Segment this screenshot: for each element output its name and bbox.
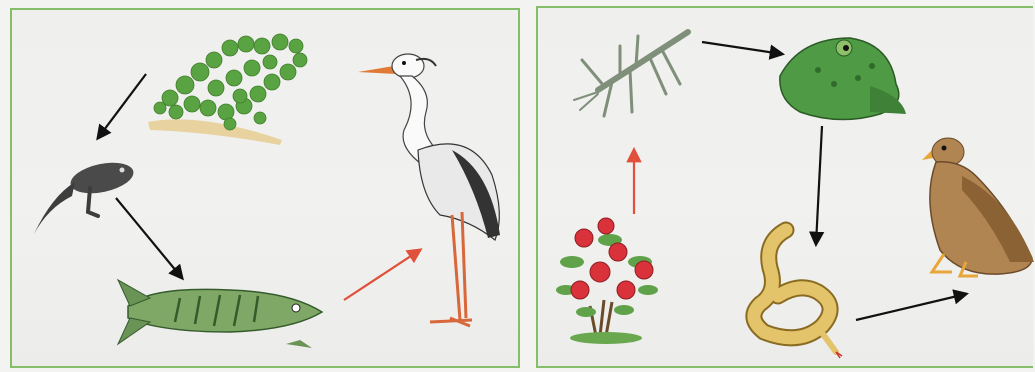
stick-insect-icon: [574, 32, 688, 116]
eagle-icon: [922, 138, 1034, 276]
pike-fish-icon: [118, 280, 322, 348]
arrow-snake-to-eagle: [856, 294, 966, 320]
tadpole-icon: [34, 158, 136, 234]
arrow-frog-to-snake: [816, 126, 822, 244]
arrow-fish-to-heron: [344, 250, 420, 300]
rose-bush-icon: [556, 218, 658, 344]
arrow-algae-to-tadpole: [98, 74, 146, 138]
arrow-insect-to-frog: [702, 42, 782, 54]
snake-icon: [754, 230, 842, 358]
heron-icon: [358, 54, 500, 326]
arrow-tadpole-to-fish: [116, 198, 182, 278]
algae-bush-icon: [148, 34, 307, 145]
frog-icon: [780, 38, 906, 120]
